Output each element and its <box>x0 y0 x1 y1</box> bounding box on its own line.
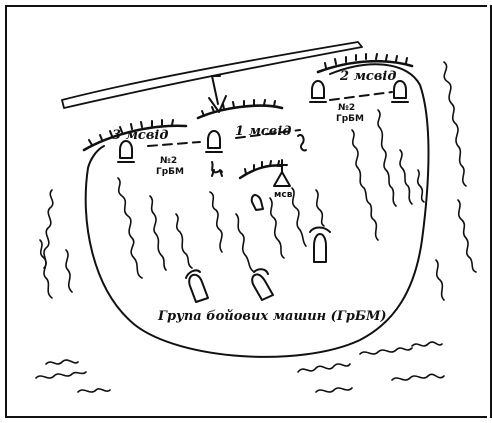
label-vehicle-ref-right-2: ГрБМ <box>336 114 364 124</box>
forest-outline <box>36 62 476 392</box>
label-vehicle-ref-left-2: ГрБМ <box>156 167 184 177</box>
vehicle-group-right <box>310 228 330 263</box>
label-vehicle-ref-left-1: №2 <box>160 156 177 166</box>
vehicle-small-center <box>252 195 263 210</box>
trench-command <box>240 161 282 178</box>
soldier-figure-2 <box>298 135 306 151</box>
vehicle-platoon-2-left <box>310 81 326 102</box>
label-vehicle-ref-right-1: №2 <box>338 103 355 113</box>
boundary-left-edge <box>88 146 104 168</box>
label-platoon-3: 3 мсвід <box>112 128 168 143</box>
label-command-post: мсв <box>274 190 293 200</box>
trench-platoon-1 <box>198 100 282 118</box>
vehicle-group-center <box>252 269 273 300</box>
vehicle-platoon-2-right <box>392 81 408 102</box>
command-post-symbol <box>274 160 290 186</box>
vehicle-platoon-3 <box>118 141 134 162</box>
label-platoon-1: 1 мсвід <box>235 124 291 139</box>
label-platoon-2: 2 мсвід <box>339 69 396 84</box>
vehicle-platoon-1 <box>206 131 222 152</box>
label-vehicle-group: Група бойових машин (ГрБМ) <box>157 309 387 324</box>
vehicle-group-left <box>186 270 208 302</box>
link-2 <box>330 92 392 100</box>
soldier-figure <box>212 162 222 176</box>
